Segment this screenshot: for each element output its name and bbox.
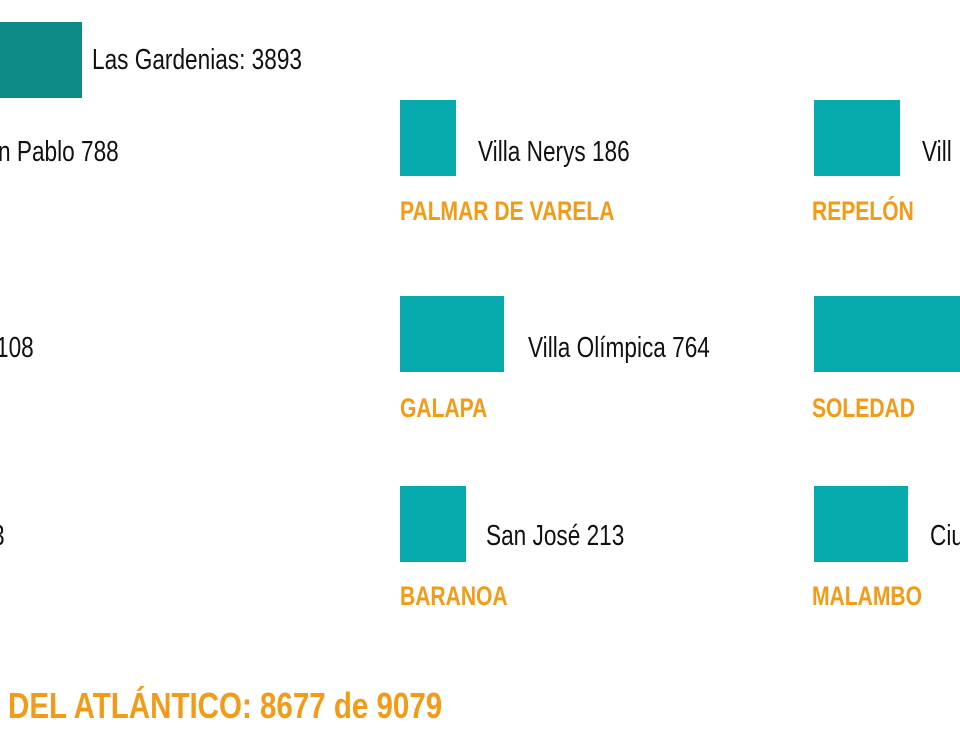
bar-square-repelon — [814, 100, 900, 176]
town-label-malambo: MALAMBO — [812, 581, 922, 611]
bar-square-villa-olimpica — [400, 296, 504, 372]
entry-label-malambo: Ciu — [930, 520, 960, 552]
entry-label-villa-olimpica: Villa Olímpica 764 — [528, 332, 710, 364]
town-label-galapa: GALAPA — [400, 393, 488, 423]
town-label-baranoa: BARANOA — [400, 581, 508, 611]
town-label-palmar-de-varela: PALMAR DE VARELA — [400, 196, 615, 226]
bar-square-san-jose — [400, 486, 466, 562]
entry-label-san-jose: San José 213 — [486, 520, 625, 552]
town-label-soledad: SOLEDAD — [812, 393, 915, 423]
entry-label-col1-row3: 3 — [0, 522, 5, 551]
entry-label-las-gardenias: Las Gardenias: 3893 — [92, 44, 303, 76]
total-summary: DEL ATLÁNTICO: 8677 de 9079 — [8, 685, 443, 726]
entry-label-repelon: Vill — [922, 136, 952, 168]
bar-square-soledad — [814, 296, 960, 372]
bar-square-malambo — [814, 486, 908, 562]
town-label-repelon: REPELÓN — [812, 196, 914, 226]
bar-square-villa-nerys — [400, 100, 456, 176]
entry-label-villa-nerys: Villa Nerys 186 — [478, 136, 630, 168]
entry-label-san-pablo: n Pablo 788 — [0, 136, 119, 168]
entry-label-col1-row2: 108 — [0, 332, 34, 364]
bar-square-las-gardenias — [0, 22, 82, 98]
